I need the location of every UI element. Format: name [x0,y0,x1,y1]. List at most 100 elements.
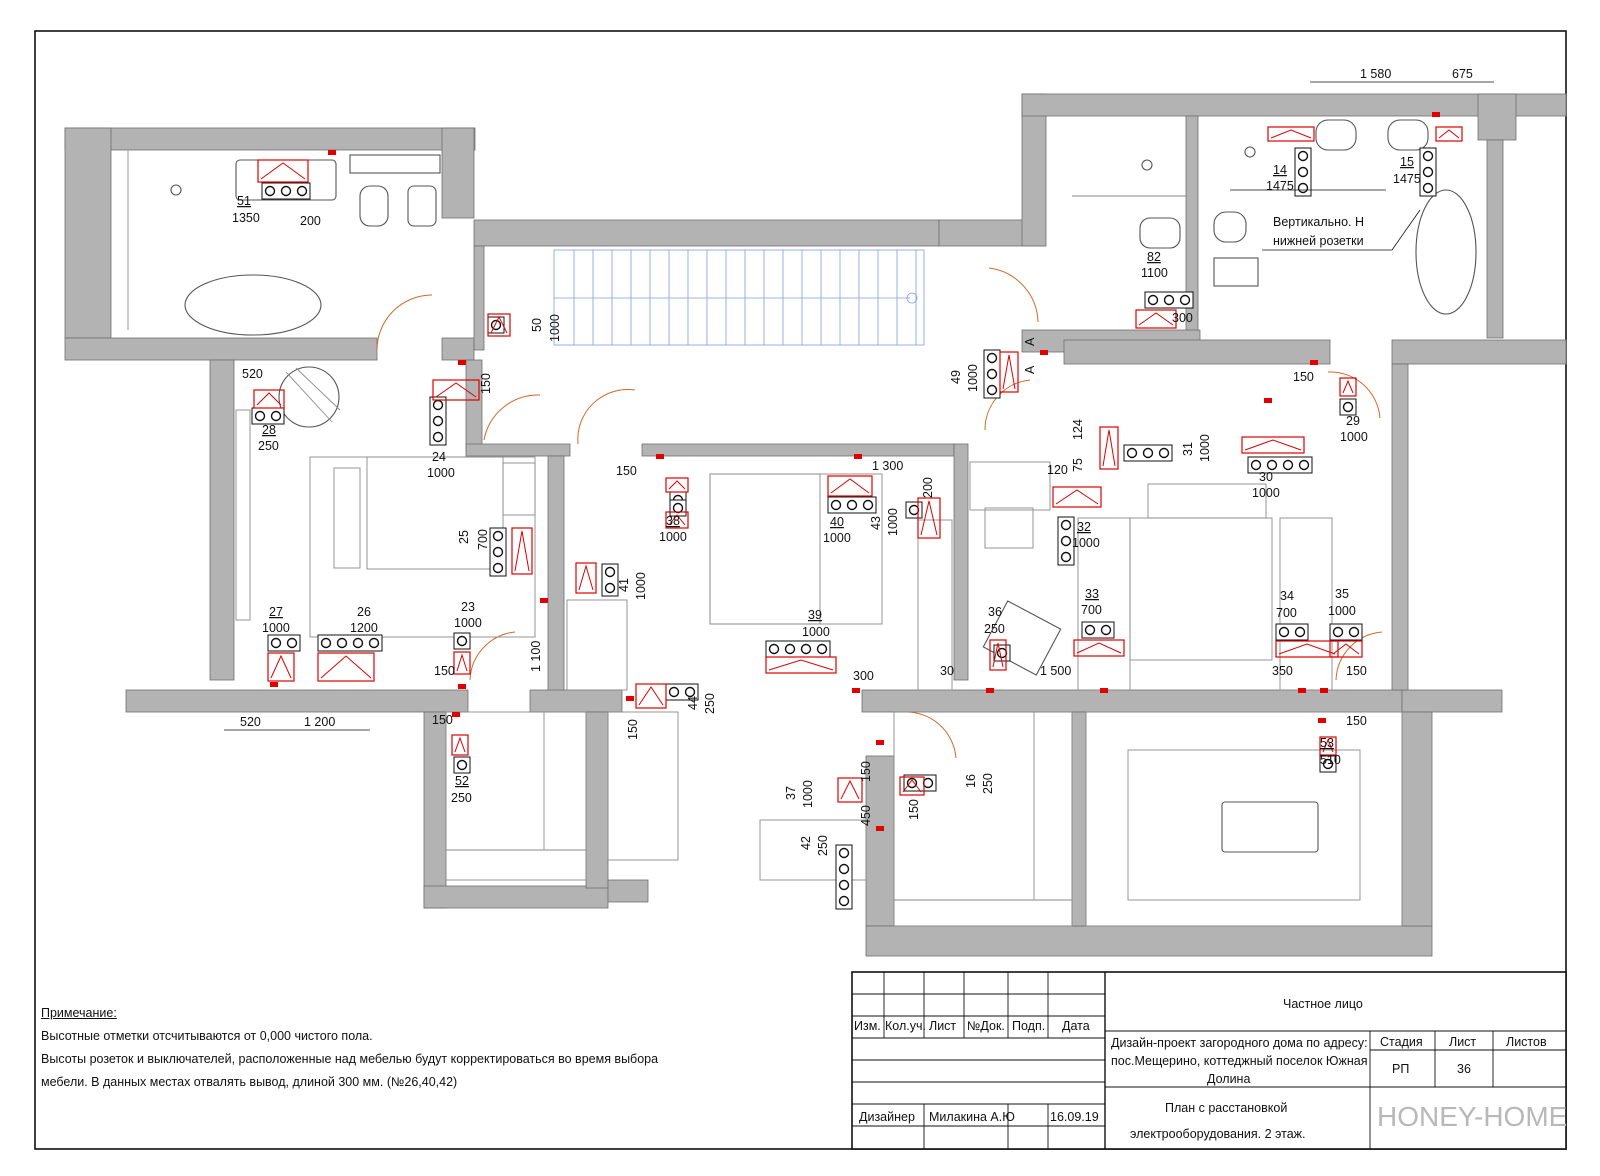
device-mount-point [1320,688,1328,693]
socket-icon [862,499,874,511]
socket-icon [1060,519,1072,531]
dim-150-a: 150 [479,373,493,394]
device-mount-point [854,454,862,459]
device-51-label: 51 [237,194,251,208]
socket-icon [1282,459,1294,471]
dim-300-b: 300 [1172,311,1193,325]
device-mount-point [1040,350,1048,355]
plan-labels: 51 1350 200 50 1000 24 1000 150 520 28 2… [224,67,1494,856]
socket-icon [1294,626,1306,638]
dim-450: 450 [859,805,873,826]
device-28-label: 28 [262,423,276,437]
socket-icon [668,686,680,698]
title-stage: РП [1392,1062,1409,1076]
socket-icon [1322,758,1334,770]
dim-1500: 1 500 [1040,664,1071,678]
outlet-wiring-mark [456,653,468,672]
device-16-label: 16 [964,774,978,788]
title-date: 16.09.19 [1050,1110,1099,1124]
socket-icon [1422,166,1434,178]
socket-icon [784,643,796,655]
title-client: Частное лицо [1283,997,1363,1011]
outlet-wiring-mark [1278,643,1336,655]
socket-block [1123,444,1173,462]
outlet-wiring-box [1135,309,1177,329]
socket-icon [684,686,696,698]
device-25-label: 25 [457,530,471,544]
outlet-wiring-mark [260,162,306,180]
device-32-height: 1000 [1072,536,1100,550]
socket-icon [1084,624,1096,636]
socket-icon [1348,626,1360,638]
socket-icon [1100,624,1112,636]
outlet-wiring-mark [1438,129,1460,139]
dim-150-g: 150 [907,799,921,820]
outlet-wiring-box [451,734,469,756]
socket-icon [492,546,504,558]
outlet-wiring-box [453,651,471,675]
device-27-height: 1000 [262,621,290,635]
outlet-wiring-mark [830,478,870,494]
device-53-height: 510 [1320,753,1341,767]
socket-icon [432,415,444,427]
device-26-height: 1200 [350,621,378,635]
outlet-wiring-box [1435,126,1463,142]
socket-icon [1142,447,1154,459]
outlet-wiring-box [1241,436,1305,454]
annotation-line-2: нижней розетки [1273,234,1364,248]
device-31-height: 1000 [1198,434,1212,462]
outlet-wiring-box [917,497,941,539]
socket-icon [986,368,998,380]
socket-icon [1163,294,1175,306]
outlet-wiring-box [665,511,689,529]
dim-675: 675 [1452,67,1473,81]
device-36-label: 36 [988,605,1002,619]
outlet-wiring-box [253,389,285,409]
socket-icon [1060,535,1072,547]
title-sheets-label: Листов [1506,1035,1547,1049]
device-mount-point [1432,112,1440,117]
socket-icon [838,895,850,907]
device-32-label: 32 [1077,520,1091,534]
device-mount-point [540,598,548,603]
outlet-wiring-box [1267,126,1315,142]
title-header-doc: №Док. [967,1019,1005,1033]
socket-icon [456,759,468,771]
device-49-height: 1000 [966,364,980,392]
socket-block [1419,147,1437,197]
title-project-1: Дизайн-проект загородного дома по адресу… [1111,1036,1368,1050]
title-header-date: Дата [1062,1019,1090,1033]
dim-A-1: A [1023,337,1037,346]
device-38-label: 38 [666,514,680,528]
dim-75: 75 [1071,458,1085,472]
device-mount-point [852,688,860,693]
outlet-wiring-mark [668,514,686,526]
title-sheet-label: Лист [1449,1035,1476,1049]
dim-A-2: A [1023,365,1037,374]
outlet-wiring-mark [270,654,292,679]
dim-1580: 1 580 [1360,67,1391,81]
device-44-label: 44 [686,696,700,710]
outlet-wiring-mark [1002,354,1016,390]
studio-logo: HONEY-HOME [1377,1101,1567,1132]
socket-icon [830,499,842,511]
device-43-height: 1000 [886,508,900,536]
device-mount-point [876,826,884,831]
title-header-podp: Подп. [1012,1019,1045,1033]
outlet-wiring-box [765,656,837,674]
title-header-kol: Кол.уч. [885,1019,926,1033]
outlet-wiring-mark [1244,439,1302,451]
socket-icon [838,863,850,875]
device-mount-point [1318,718,1326,723]
dim-150-e: 150 [626,719,640,740]
device-50-height: 1000 [548,314,562,342]
device-41-height: 1000 [634,572,648,600]
outlet-wiring-box [317,652,375,682]
device-43-label: 43 [869,516,883,530]
socket-block [487,316,505,334]
socket-icon [264,185,276,197]
socket-block [1275,623,1309,641]
outlet-wiring-mark [578,564,594,591]
device-52-label: 52 [455,774,469,788]
